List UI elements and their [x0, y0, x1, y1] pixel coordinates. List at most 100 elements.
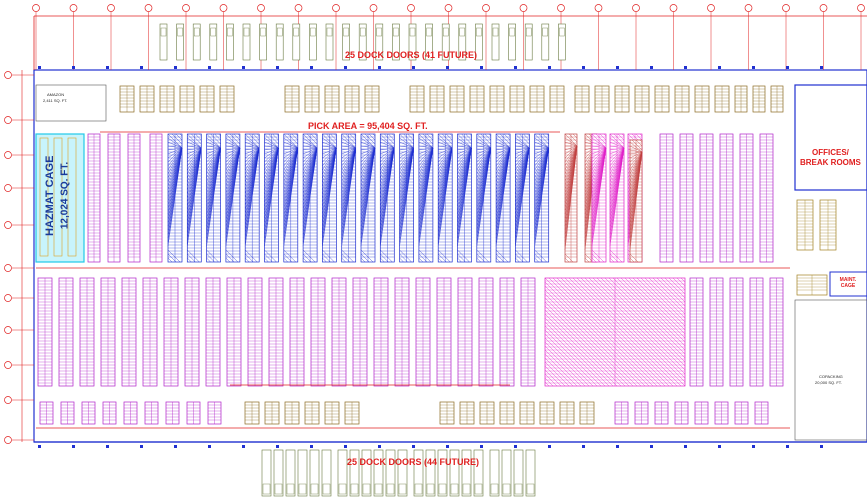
rack-hatch: [353, 133, 356, 137]
rack: [478, 277, 494, 387]
rack-hatch: [604, 277, 686, 359]
rack-hatch: [544, 297, 634, 387]
dock-door-marker: [378, 66, 381, 69]
rack: [499, 401, 515, 425]
copacking-label: COPACKING: [819, 374, 843, 379]
dock-door-truck: [273, 449, 284, 497]
row-marker: [4, 264, 12, 272]
rack: [302, 133, 318, 263]
dock-door-marker: [276, 66, 279, 69]
rack-hatch: [595, 133, 607, 145]
dock-door-truck: [358, 23, 367, 61]
column-marker: [219, 4, 228, 12]
rack: [264, 133, 279, 263]
truck-cab: [227, 27, 233, 37]
rack-hatch: [628, 277, 686, 335]
rack-hatch: [592, 277, 686, 371]
dock-door-truck: [209, 23, 218, 61]
dock-door-marker: [72, 66, 75, 69]
rack-hatch: [457, 253, 466, 263]
rack-hatch: [187, 249, 200, 263]
truck-cab: [502, 483, 511, 495]
rack: [179, 85, 195, 113]
rack: [102, 401, 117, 425]
rack: [226, 277, 242, 387]
rack-hatch: [360, 249, 374, 263]
rack-hatch: [225, 257, 231, 263]
rack-hatch: [326, 133, 337, 145]
truck-cab: [210, 27, 217, 37]
truck-cab: [526, 27, 532, 37]
dock-door-truck: [425, 449, 436, 497]
dock-door-truck: [349, 449, 360, 497]
rack: [579, 401, 595, 425]
rack-hatch: [322, 249, 335, 263]
rack: [457, 277, 473, 387]
rack-hatch: [411, 133, 414, 137]
copacking-area-label: 20,000 SQ. FT.: [815, 380, 842, 385]
rack-hatch: [652, 277, 686, 311]
rack-hatch: [668, 277, 686, 295]
column-markers-top: [32, 4, 865, 70]
rack: [796, 199, 814, 251]
rack-hatch: [609, 253, 619, 263]
rack-hatch: [599, 133, 607, 141]
rack-hatch: [635, 139, 643, 147]
rack: [739, 133, 754, 263]
maint-cage-fill: [831, 273, 866, 295]
rack-hatch: [544, 305, 626, 387]
rack: [749, 277, 764, 387]
offices-line1: OFFICES/: [812, 148, 849, 157]
rack: [609, 133, 625, 263]
rack: [186, 133, 202, 263]
dock-door-truck: [449, 449, 460, 497]
rack-hatch: [418, 249, 432, 263]
rack-hatch: [572, 277, 682, 387]
column-marker: [857, 4, 865, 12]
truck-cab: [438, 483, 447, 495]
rack-hatch: [426, 133, 434, 141]
rack: [322, 133, 337, 263]
dock-door-marker: [446, 445, 449, 448]
rack-hatch: [167, 249, 181, 263]
dock-door-marker: [752, 66, 755, 69]
rack-hatch: [556, 277, 666, 387]
rack-hatch: [544, 353, 578, 387]
rack: [244, 133, 260, 263]
row-marker: [4, 221, 12, 229]
rack-hatch: [360, 257, 366, 263]
column-marker: [369, 4, 378, 12]
rack-hatch: [461, 133, 472, 145]
rack-hatch: [368, 133, 376, 141]
rack-hatch: [515, 249, 528, 263]
truck-cab: [350, 483, 359, 495]
rack-hatch: [283, 249, 296, 263]
dock-door-truck: [501, 449, 512, 497]
rack-hatch: [544, 325, 606, 387]
row-marker: [4, 326, 12, 334]
dock-door-truck: [475, 23, 483, 61]
rack: [489, 85, 505, 113]
rack: [418, 133, 434, 263]
rack-hatch: [322, 257, 327, 263]
rack-hatch: [534, 249, 547, 263]
rack-hatch: [345, 133, 356, 145]
dock-door-truck: [321, 449, 332, 497]
offices-fill: [796, 118, 866, 188]
truck-cab: [492, 27, 499, 37]
rack-hatch: [544, 317, 614, 387]
dock-door-marker: [412, 66, 415, 69]
rack-hatch: [632, 277, 686, 331]
hazmat-rack: [67, 137, 77, 257]
rack: [199, 85, 215, 113]
rack-hatch: [438, 249, 451, 263]
rack: [165, 401, 180, 425]
rack-hatch: [544, 361, 570, 387]
dock-door-marker: [208, 445, 211, 448]
rack-hatch: [407, 133, 414, 141]
rack-hatch: [629, 257, 635, 263]
rack-hatch: [544, 377, 554, 387]
dock-door-truck: [337, 449, 348, 497]
rack: [207, 401, 222, 425]
